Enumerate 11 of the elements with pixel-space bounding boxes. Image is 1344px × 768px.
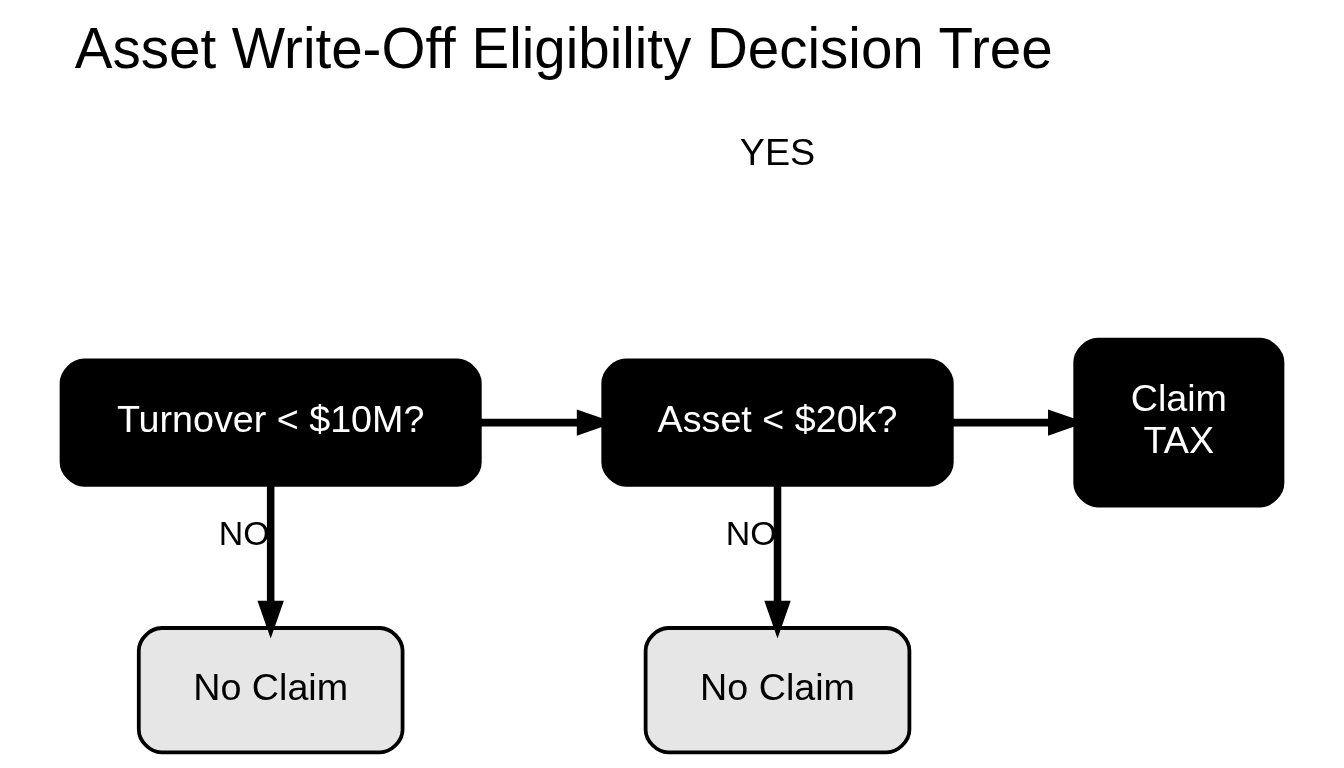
edge-label: NO — [725, 514, 777, 553]
node-box: Asset < $20k? — [601, 358, 954, 487]
node-box: Claim TAX — [1073, 337, 1285, 508]
node-box: No Claim — [643, 626, 912, 755]
diagram-title: Asset Write-Off Eligibility Decision Tree — [74, 17, 1053, 81]
node-box: Turnover < $10M? — [59, 358, 482, 487]
label: YES — [739, 130, 816, 173]
arrow — [764, 485, 791, 639]
node-box: No Claim — [136, 626, 405, 755]
arrow — [257, 485, 284, 639]
edge-label: NO — [218, 514, 270, 553]
